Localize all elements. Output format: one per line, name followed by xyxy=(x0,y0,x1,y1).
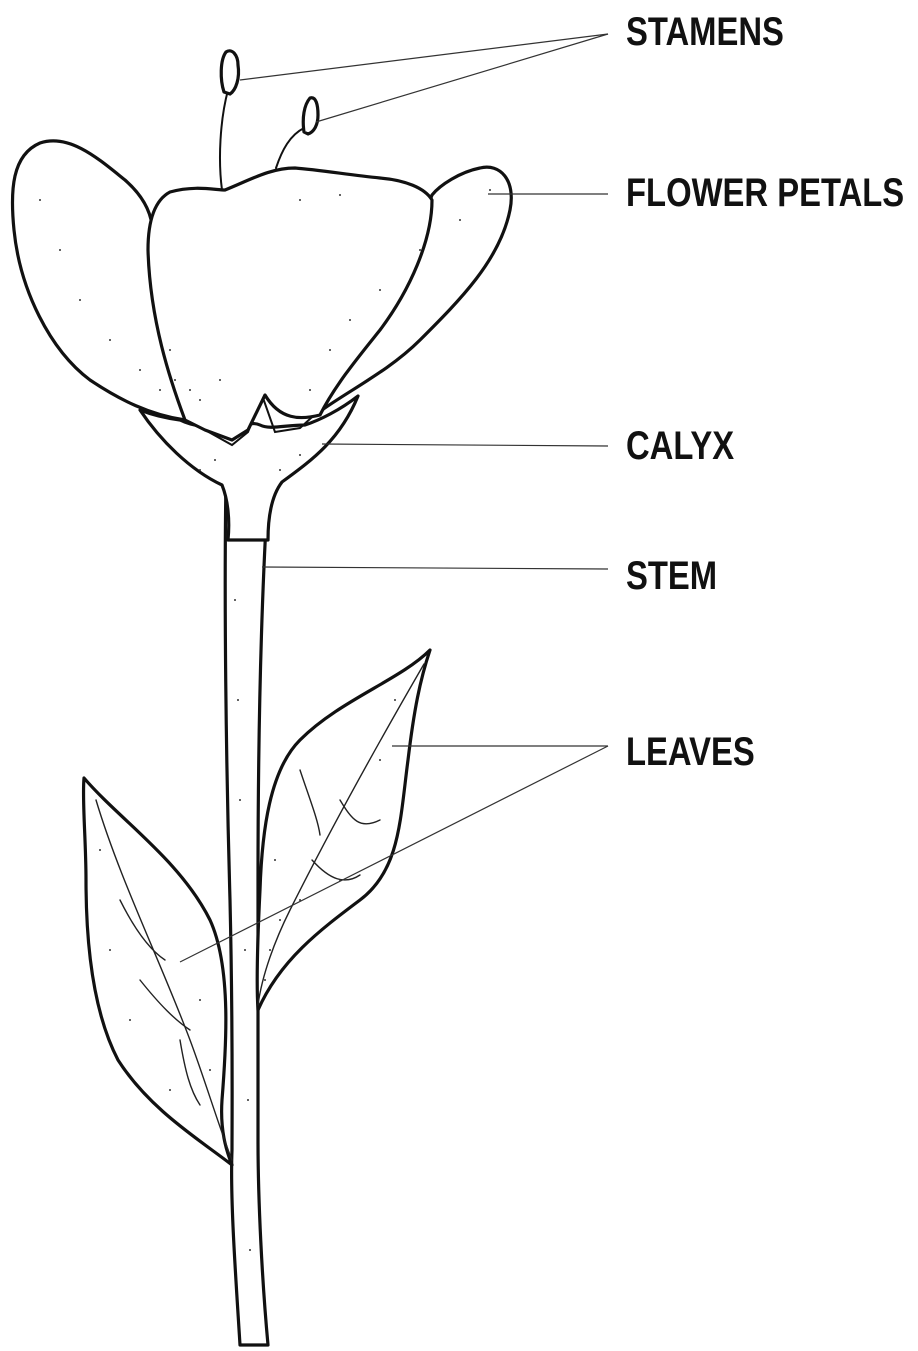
label-calyx: CALYX xyxy=(626,426,734,466)
leader-calyx xyxy=(322,444,608,446)
leaf-right xyxy=(257,650,430,1010)
leader-stamens-2 xyxy=(316,34,608,122)
label-flower-petals: FLOWER PETALS xyxy=(626,173,904,213)
petal-center xyxy=(148,168,432,440)
label-stem: STEM xyxy=(626,556,717,596)
leader-stem xyxy=(262,567,608,569)
label-leaves: LEAVES xyxy=(626,732,755,772)
stamen-right-anther xyxy=(303,98,318,134)
leader-stamens-1 xyxy=(240,34,608,80)
leaf-left xyxy=(83,778,232,1165)
stamen-left-filament xyxy=(220,90,228,190)
label-stamens: STAMENS xyxy=(626,12,784,52)
stamen-right-filament xyxy=(276,128,304,168)
stamen-left-anther xyxy=(221,51,238,94)
